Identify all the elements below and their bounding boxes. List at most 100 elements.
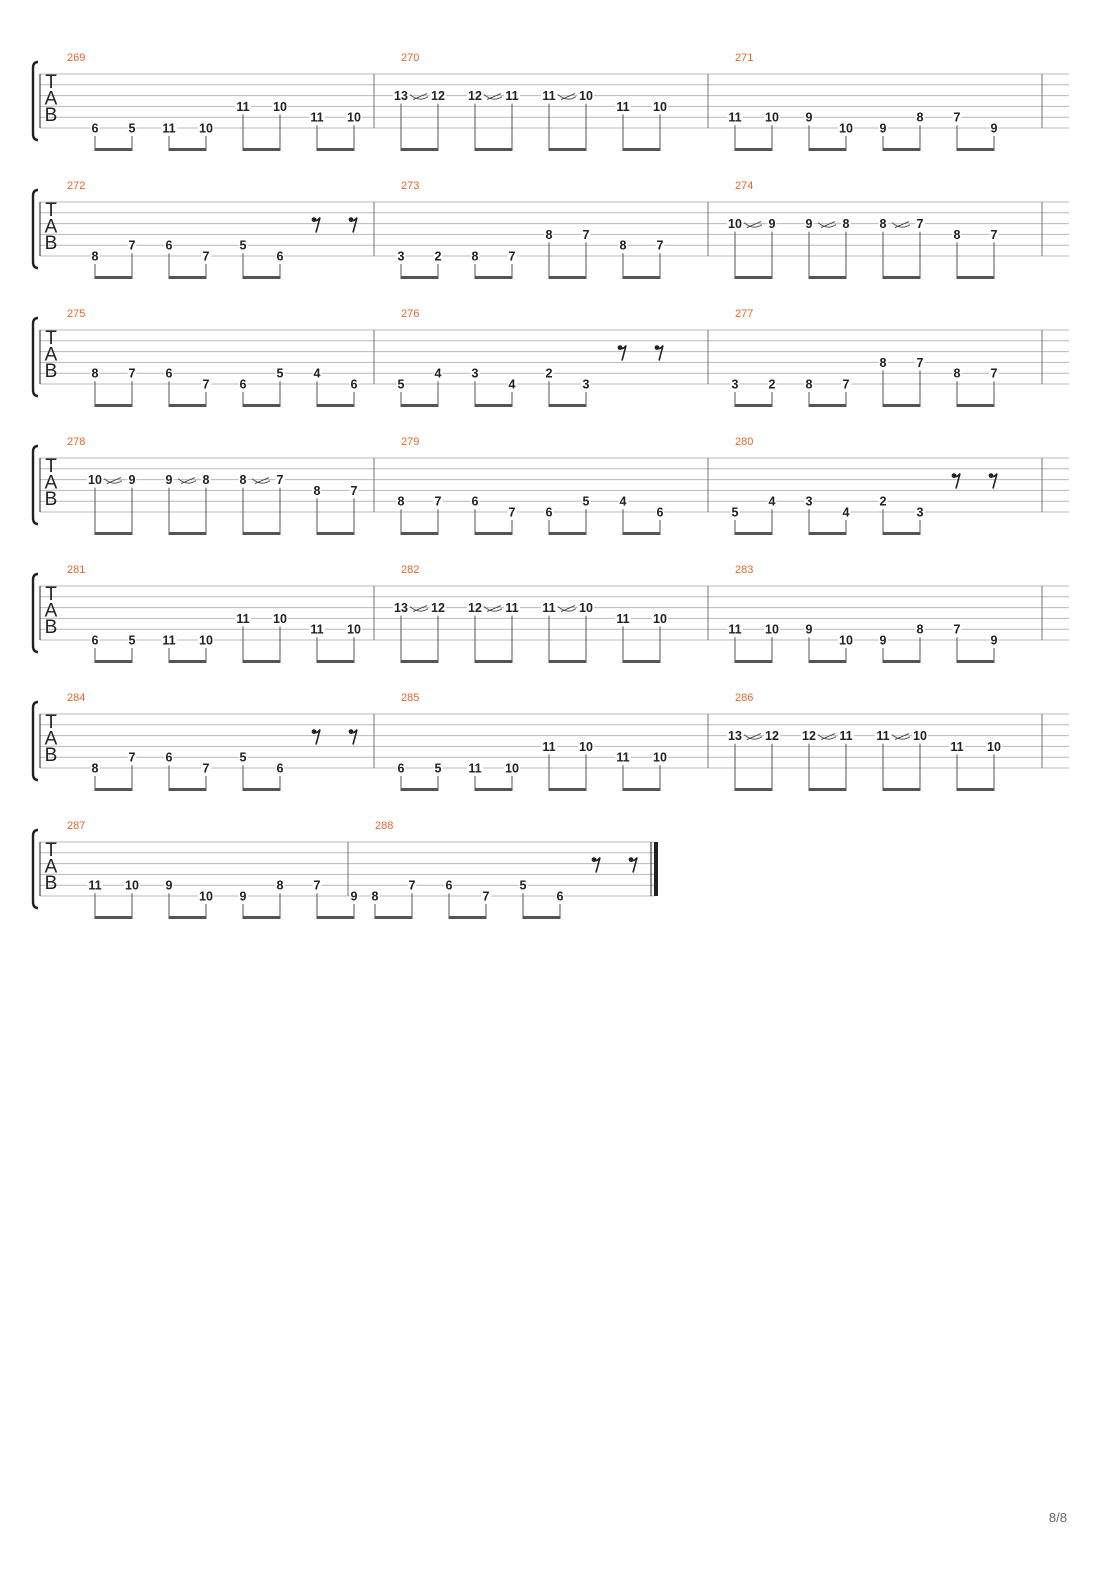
tab-clef-letter: A: [45, 601, 58, 622]
measure-number: 285: [401, 692, 419, 704]
slide-mark: [743, 734, 763, 740]
fret-number: 2: [435, 250, 442, 264]
fret-number: 6: [657, 506, 664, 520]
fret-number: 5: [129, 122, 136, 136]
fret-backdrop: [312, 484, 322, 497]
fret-number: 8: [314, 484, 321, 498]
beam: [735, 788, 772, 791]
fret-backdrop: [198, 890, 214, 902]
fret-backdrop: [804, 217, 814, 230]
slide-line: [894, 221, 910, 229]
fret-number: 10: [199, 890, 213, 904]
fret-number: 10: [347, 623, 361, 637]
fret-backdrop: [127, 634, 137, 646]
fret-number: 10: [653, 100, 667, 114]
fret-backdrop: [541, 601, 557, 614]
fret-backdrop: [767, 217, 777, 230]
slide-mark: [409, 606, 429, 612]
fret-backdrop: [615, 612, 631, 625]
fret-number: 2: [769, 378, 776, 392]
fret-backdrop: [275, 762, 285, 774]
fret-number: 5: [398, 378, 405, 392]
beam: [169, 660, 206, 663]
system-bracket: [31, 60, 39, 142]
beam: [809, 148, 846, 151]
measure-number: 273: [401, 180, 419, 192]
fret-backdrop: [238, 473, 248, 486]
beam: [957, 148, 994, 151]
fret-backdrop: [346, 111, 362, 124]
fret-number: 7: [991, 367, 998, 381]
fret-backdrop: [238, 239, 248, 252]
eighth-rest-stroke: [618, 345, 627, 361]
fret-backdrop: [581, 228, 591, 241]
fret-number: 12: [431, 89, 445, 103]
beam: [883, 276, 920, 279]
fret-backdrop: [235, 100, 251, 113]
system-bracket: [31, 572, 39, 654]
tab-clef-letter: B: [45, 873, 58, 894]
fret-number: 4: [509, 378, 516, 392]
beam: [243, 532, 280, 535]
fret-number: 11: [542, 740, 555, 754]
measure-number: 269: [67, 52, 85, 64]
fret-number: 5: [129, 634, 136, 648]
fret-number: 7: [203, 378, 210, 392]
system-bracket: [31, 700, 39, 782]
fret-backdrop: [470, 250, 480, 262]
beam: [95, 788, 132, 791]
slide-line: [106, 477, 122, 485]
system-bracket: [31, 444, 39, 526]
fret-backdrop: [393, 601, 409, 614]
beam: [623, 148, 660, 151]
fret-number: 7: [509, 506, 516, 520]
fret-backdrop: [730, 506, 740, 518]
fret-backdrop: [272, 100, 288, 113]
fret-backdrop: [804, 111, 814, 124]
beam: [735, 660, 772, 663]
fret-backdrop: [433, 367, 443, 380]
fret-backdrop: [309, 111, 325, 124]
fret-backdrop: [727, 623, 743, 636]
fret-number: 7: [917, 217, 924, 231]
fret-backdrop: [615, 751, 631, 764]
fret-number: 4: [620, 495, 627, 509]
fret-number: 6: [240, 378, 247, 392]
fret-number: 8: [806, 378, 813, 392]
tab-clef-letter: A: [45, 473, 58, 494]
slide-line: [254, 477, 270, 485]
fret-backdrop: [727, 111, 743, 124]
fret-backdrop: [433, 250, 443, 262]
fret-number: 10: [579, 89, 593, 103]
fret-number: 3: [732, 378, 739, 392]
fret-number: 10: [653, 751, 667, 765]
beam: [809, 532, 846, 535]
tab-clef-letter: B: [45, 745, 58, 766]
fret-backdrop: [87, 879, 103, 892]
beam: [317, 532, 354, 535]
slide-line: [486, 605, 502, 613]
fret-number: 6: [277, 762, 284, 776]
fret-backdrop: [655, 239, 665, 252]
fret-number: 10: [88, 473, 102, 487]
fret-number: 8: [240, 473, 247, 487]
fret-backdrop: [878, 356, 888, 369]
beam: [475, 532, 512, 535]
system-bracket: [31, 828, 39, 910]
fret-backdrop: [541, 740, 557, 753]
fret-backdrop: [238, 890, 248, 902]
fret-backdrop: [127, 751, 137, 764]
fret-number: 8: [398, 495, 405, 509]
fret-number: 11: [505, 601, 518, 615]
